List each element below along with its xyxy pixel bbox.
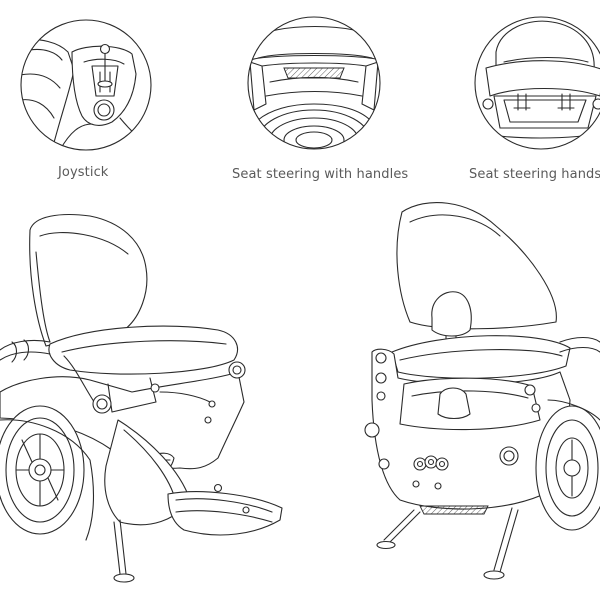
joystick-detail-illustration [20,19,152,151]
caption-seat-handles: Seat steering with handles [232,167,409,182]
personal-mobility-device-side-view [0,213,283,583]
seat-hands-detail-illustration [474,16,600,150]
caption-seat-hands: Seat steering hands f [469,167,600,182]
personal-mobility-device-rear-view [364,202,600,580]
caption-joystick: Joystick [58,165,109,180]
seat-handles-detail-illustration [247,16,381,150]
